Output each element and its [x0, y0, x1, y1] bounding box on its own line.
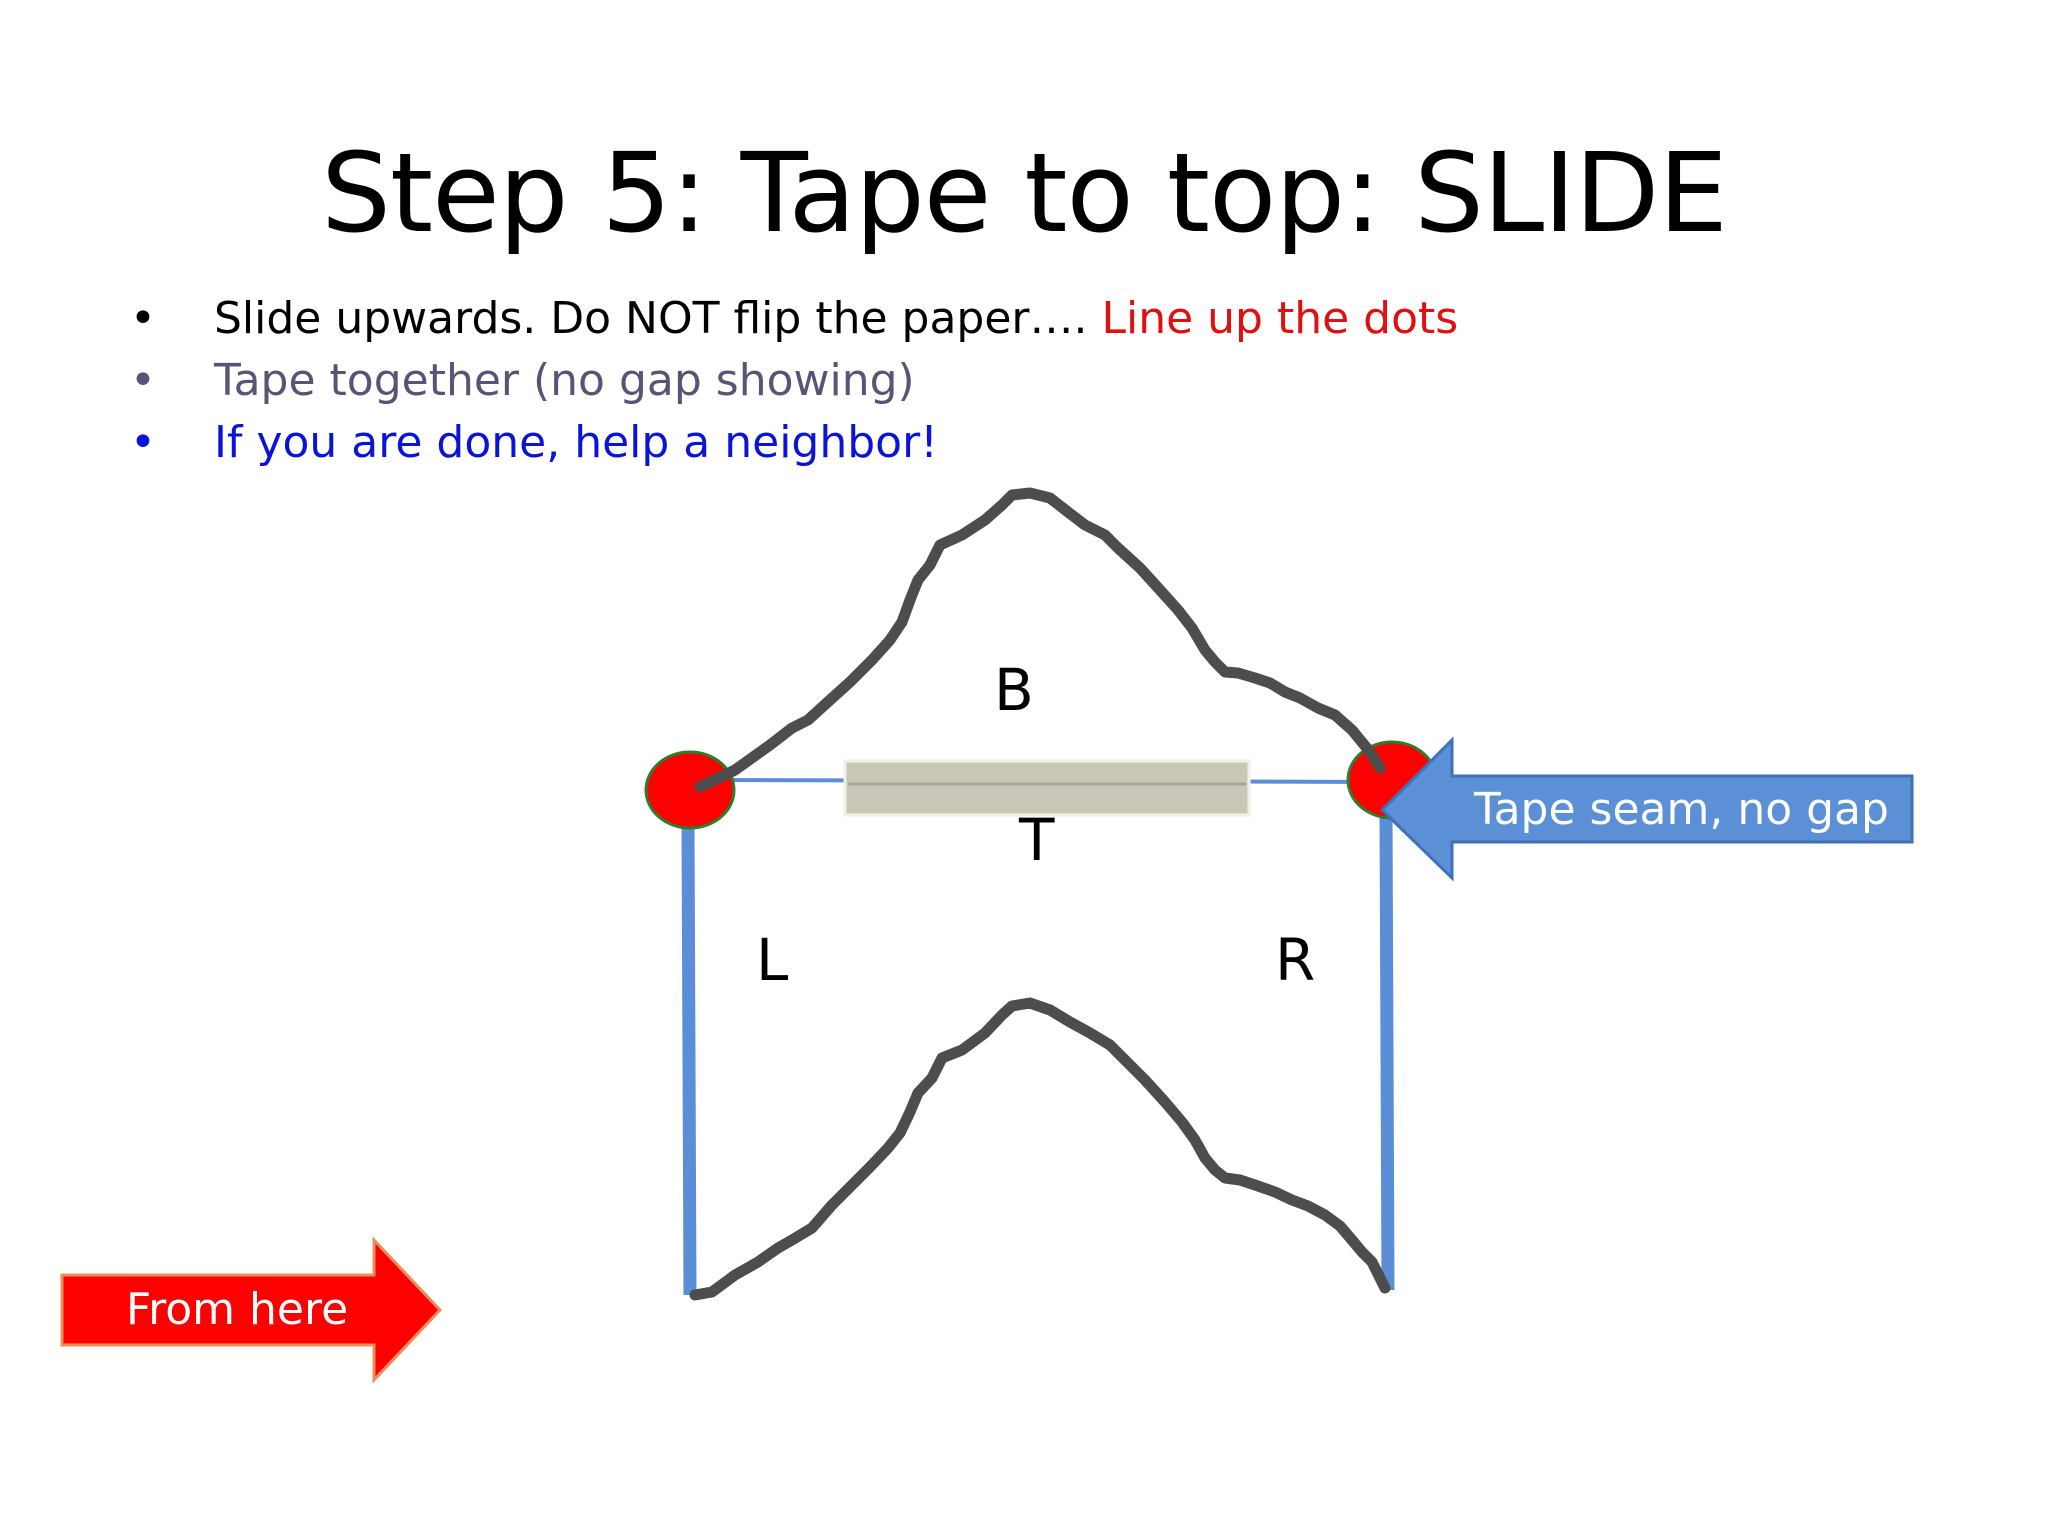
bullet-glyph: •: [130, 355, 156, 406]
tape-strip: [843, 759, 1251, 817]
bullet-text: Tape together (no gap showing): [214, 355, 915, 406]
bullet-text: Slide upwards. Do NOT flip the paper…. L…: [214, 288, 1458, 350]
tape-seam-arrow-shape: [1379, 736, 1914, 882]
bottom-outline: [689, 997, 1391, 1301]
right-edge: [1379, 811, 1395, 1291]
bullet-text-main: Slide upwards. Do NOT flip the paper….: [214, 293, 1102, 344]
bullet-text-accent: Line up the dots: [1101, 293, 1459, 344]
left-dot: [644, 750, 736, 830]
tape-seam-arrow-label: Tape seam, no gap: [1474, 784, 1889, 835]
slide-title: Step 5: Tape to top: SLIDE: [321, 129, 1728, 257]
piece-label-r: R: [1275, 926, 1316, 994]
bullet-glyph: •: [130, 417, 156, 468]
bullet-glyph: •: [130, 293, 156, 344]
left-edge: [681, 824, 697, 1296]
from-here-arrow-label: From here: [126, 1284, 349, 1335]
from-here-arrow-shape: [60, 1236, 443, 1384]
piece-label-l: L: [756, 926, 789, 994]
top-outline: [694, 487, 1386, 793]
piece-label-t: T: [1019, 806, 1055, 874]
bullet-text: If you are done, help a neighbor!: [214, 417, 938, 468]
piece-label-b: B: [994, 656, 1034, 724]
